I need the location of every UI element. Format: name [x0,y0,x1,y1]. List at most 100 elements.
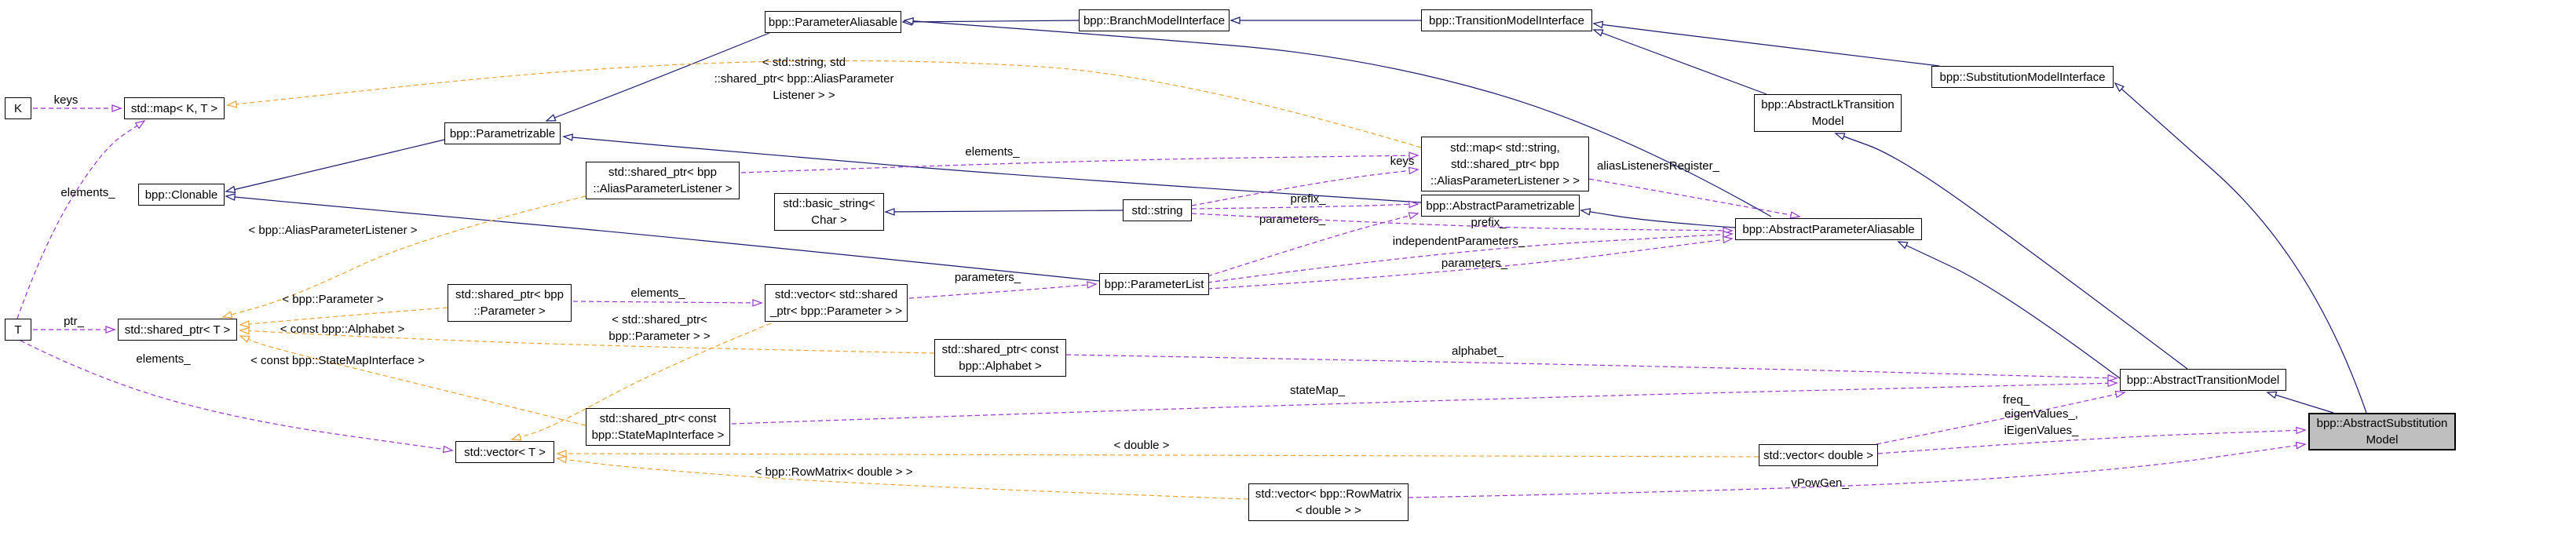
node-label-line: std::string [1131,203,1183,217]
node-clonable[interactable]: bpp::Clonable [138,184,225,206]
edge-label-sharedptralias-instantiates-sharedptr: < bpp::AliasParameterListener > [248,224,417,237]
node-abstract-transition-model[interactable]: bpp::AbstractTransitionModel [2120,369,2286,391]
edge-parameteraliasable-extends-parametrizable [545,32,770,122]
edge-parameterlist-extends-clonable [225,193,1100,282]
node-branch-model-interface[interactable]: bpp::BranchModelInterface [1079,9,1230,31]
node-parameter-aliasable[interactable]: bpp::ParameterAliasable [765,11,901,33]
edge-parameterlist-parameters-vectorparam [908,281,1098,299]
edge-string-extends-basicstring [884,208,1124,216]
node-label-line: std::vector< double > [1763,448,1874,462]
edge-label-abstracttransitionmodel-alphabet-sharedptralphabet: alphabet_ [1452,345,1504,358]
edge-label-sharedptr-ptr-t: ptr_ [64,315,85,328]
node-label-line: std::shared_ptr< bpp [608,166,717,179]
node-label-line: bpp::StateMapInterface > [591,428,725,442]
edge-label-abstracttransitionmodel-statemap-sharedptrstatemap: stateMap_ [1290,384,1346,397]
edge-abstractparameteraliasable-independentparameters-parameterlist [1207,230,1734,283]
edge-abstracttransitionmodel-freq-vectordouble [1876,390,2126,445]
node-label-line: _ptr< bpp::Parameter > > [769,304,903,318]
node-label-line: std::vector< T > [464,445,546,459]
node-label-line: bpp::ParameterAliasable [768,15,898,29]
edge-abstracttransitionmodel-extends-abstractlk [1834,133,2188,370]
node-std-vector-double: std::vector< double > [1759,444,1878,466]
edge-label-abstractparameteraliasable-aliaslistenersregister-mapinstance: aliasListenersRegister_ [1597,159,1720,173]
node-label-line: K [13,101,22,115]
node-label-line: Char > [811,213,847,227]
edge-abstractsubstitutionmodel-extends-substitutionmodelinterface [2114,82,2367,414]
node-std-vector-t: std::vector< T > [455,441,554,463]
edge-vector-elements-t [20,340,454,454]
node-substitution-model-interface[interactable]: bpp::SubstitutionModelInterface [1931,66,2114,88]
node-parametrizable[interactable]: bpp::Parametrizable [444,122,561,144]
node-label-line: bpp::AbstractParametrizable [1426,199,1575,213]
node-label-line: bpp::Clonable [144,188,218,202]
edge-branchmodel-extends-parameteraliasable [901,18,1080,26]
node-std-map-k-t: std::map< K, T > [124,97,225,119]
edge-abstractparameteraliasable-extends-abstractparametrizable [1580,208,1736,228]
edge-label-mapinstance-instantiates-map: Listener > > [773,89,835,102]
node-label-line: bpp::BranchModelInterface [1083,13,1226,27]
edge-label-abstractsubstitutionmodel-vpowgen-vectorrowmatrix: vPowGen_ [1791,476,1849,490]
edge-abstractparameteraliasable-parameters-parameterlist [1207,235,1734,290]
node-label-line: bpp::AbstractTransitionModel [2126,373,2280,387]
edge-abstractparameteraliasable-extends-parameteraliasable [903,16,1772,217]
node-parameter-list[interactable]: bpp::ParameterList [1099,273,1209,295]
node-label-line: std::shared_ptr< const [941,343,1059,356]
node-label-line: std::basic_string< [783,197,875,210]
node-label-line: < double > > [1295,504,1361,517]
node-label-line: bpp::AbstractSubstitution [2316,417,2448,430]
edge-abstractlk-extends-transitionmodel [1592,29,1767,95]
node-label-line: std::shared_ptr< T > [124,323,231,337]
edge-map-elements-t [16,120,146,319]
node-label-line: bpp::AbstractParameterAliasable [1742,222,1915,236]
node-label-line: T [14,323,22,337]
edge-abstractparametrizable-extends-parametrizable [562,133,1422,203]
edge-label-parameterlist-parameters-vectorparam: parameters_ [955,271,1021,284]
node-abstract-parametrizable[interactable]: bpp::AbstractParametrizable [1421,195,1580,217]
node-transition-model-interface[interactable]: bpp::TransitionModelInterface [1421,9,1592,31]
edge-vectordouble-instantiates-vector [556,450,1759,458]
edge-vectorparam-elements-sharedptrparam [572,299,763,307]
node-abstract-parameter-aliasable[interactable]: bpp::AbstractParameterAliasable [1735,218,1922,240]
node-label-line: std::map< K, T > [130,101,218,115]
edge-label-mapinstance-keys-string: keys [1390,155,1415,168]
edge-label-abstractsubstitutionmodel-eigenvalues-vectordouble: eigenValues_, [2004,407,2078,421]
edge-label-sharedptrstatemap-instantiates-sharedptr: < const bpp::StateMapInterface > [250,354,425,367]
node-label-line: std::map< std::string, [1450,140,1560,155]
edge-label-abstractsubstitutionmodel-eigenvalues-vectordouble: iEigenValues_ [2004,424,2079,437]
edge-label-map-keys-k: keys [54,93,79,107]
edge-label-vectorparam-elements-sharedptrparam: elements_ [630,286,685,300]
edge-label-vector-elements-t: elements_ [136,352,191,366]
edge-label-mapinstance-instantiates-map: < std::string, std [762,56,846,69]
edge-abstracttransitionmodel-extends-abstractparameteraliasable [1897,241,2121,379]
edge-sharedptralias-instantiates-sharedptr [221,195,586,319]
edge-abstracttransitionmodel-alphabet-sharedptralphabet [1065,354,2118,382]
edge-abstractsubstitutionmodel-vpowgen-vectorrowmatrix [1408,441,2307,498]
edge-label-map-elements-t: elements_ [60,186,115,199]
edge-abstractsubstitutionmodel-eigenvalues-vectordouble [1877,426,2307,454]
node-label-line: bpp::ParameterList [1104,277,1204,291]
node-std-map-string-alias-listener: std::map< std::string,std::shared_ptr< b… [1421,137,1589,191]
node-label-line: ::Parameter > [473,304,546,318]
node-label-line: ::AliasParameterListener > > [1430,173,1580,188]
node-label-line: Model [1811,115,1844,128]
edge-mapinstance-keys-string [1191,166,1420,206]
node-label-line: std::shared_ptr< bpp [455,288,564,301]
edge-label-mapinstance-instantiates-map: ::shared_ptr< bpp::AliasParameter [714,72,894,86]
edge-mapinstance-instantiates-map [226,60,1422,148]
edge-abstractparameteraliasable-aliaslistenersregister-mapinstance [1588,178,1801,219]
edge-vectorparam-instantiates-vector [510,323,772,441]
node-label-line: bpp::Parametrizable [449,126,556,140]
edge-label-abstractparameteraliasable-prefix-string: prefix_ [1471,216,1507,229]
node-label-line: std::vector< bpp::RowMatrix [1255,487,1402,501]
edge-label-mapinstance-elements-sharedptralias: elements_ [965,145,1020,159]
edge-label-sharedptrparam-instantiates-sharedptr: < bpp::Parameter > [282,293,383,306]
edge-sharedptralphabet-instantiates-sharedptr [239,326,935,354]
node-shared-ptr-parameter: std::shared_ptr< bpp::Parameter > [448,284,572,322]
edge-label-vectorrowmatrix-instantiates-vector: < bpp::RowMatrix< double > > [755,465,913,479]
node-label-line: std::shared_ptr< bpp [1450,157,1559,171]
